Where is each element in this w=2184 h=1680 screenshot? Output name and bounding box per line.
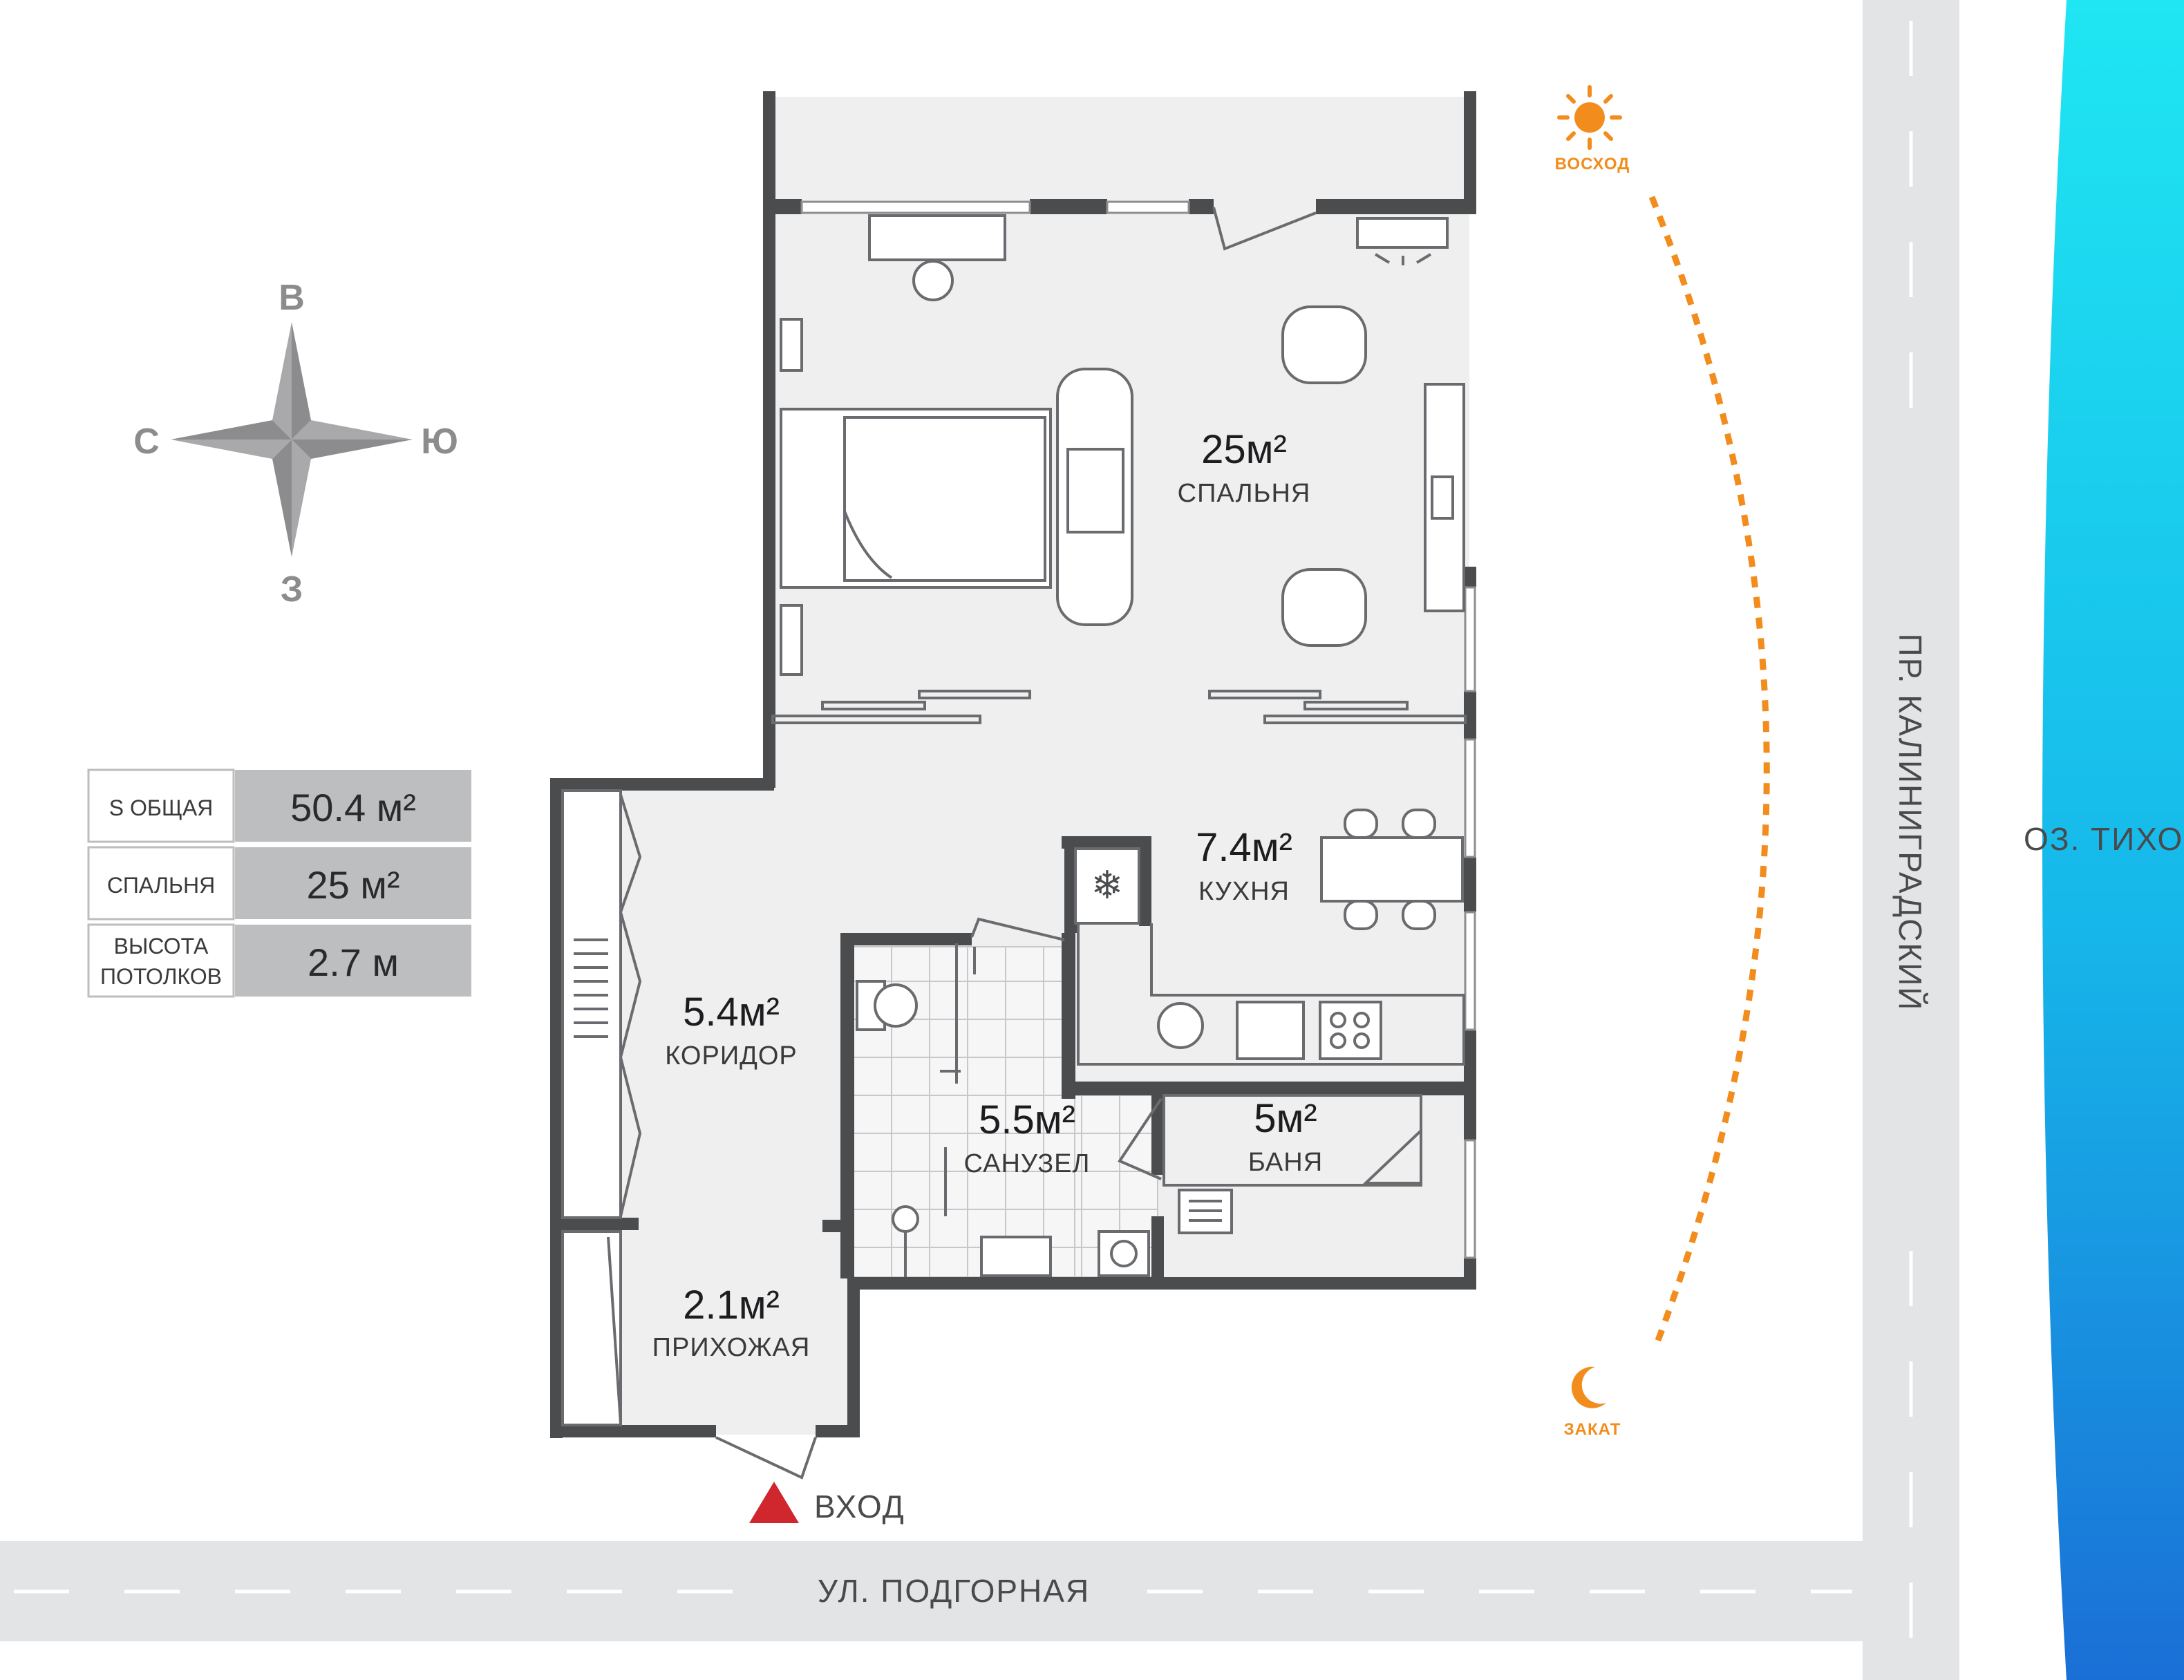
air-conditioner xyxy=(1356,217,1449,249)
street-bottom-label: УЛ. ПОДГОРНАЯ xyxy=(818,1573,1090,1609)
snowflake-icon: ❄ xyxy=(1091,863,1124,908)
info-key-bedroom: СПАЛЬНЯ xyxy=(107,873,215,898)
info-value-height: 2.7 м xyxy=(308,941,399,984)
hallway-cabinet xyxy=(561,1230,622,1426)
kitchen-name: КУХНЯ xyxy=(1198,877,1290,906)
walls xyxy=(550,91,1476,1438)
balcony-door xyxy=(1212,207,1317,251)
washing-machine xyxy=(1098,1230,1150,1277)
corridor-wardrobe xyxy=(561,789,642,1426)
corridor-area: 5.4м² xyxy=(683,990,780,1035)
balcony-floor xyxy=(774,97,1469,200)
info-value-total: 50.4 м² xyxy=(290,786,416,829)
info-row-total: S ОБЩАЯ 50.4 м² xyxy=(87,768,471,843)
info-row-bedroom: СПАЛЬНЯ 25 м² xyxy=(87,846,471,921)
sunset-label: ЗАКАТ xyxy=(1564,1420,1621,1439)
windows xyxy=(800,200,1476,1259)
kitchen-sink xyxy=(1157,1002,1204,1049)
sun-icon xyxy=(1557,85,1622,150)
hallway-area: 2.1м² xyxy=(683,1283,780,1328)
compass-east: Ю xyxy=(421,422,458,462)
bathroom-area: 5.5м² xyxy=(979,1097,1075,1142)
cooktop xyxy=(1319,1001,1382,1060)
bedroom-furniture xyxy=(771,214,1467,724)
room-labels: 25м² СПАЛЬНЯ 7.4м² КУХНЯ 5.4м² КОРИДОР 5… xyxy=(652,427,1323,1362)
washbasin xyxy=(980,1236,1052,1277)
sunrise-label: ВОСХОД xyxy=(1555,155,1630,173)
hallway-name: ПРИХОЖАЯ xyxy=(652,1333,811,1362)
info-key-height-2: ПОТОЛКОВ xyxy=(100,964,222,989)
moon-icon xyxy=(1571,1366,1606,1408)
nightstand-bottom xyxy=(780,604,803,676)
info-key-total: S ОБЩАЯ xyxy=(109,795,214,820)
street-right-label: ПР. КАЛИНИГРАДСКИЙ xyxy=(1892,634,1928,1012)
apartment: ❄ xyxy=(550,91,1476,1480)
desk-chair xyxy=(912,260,954,301)
info-table: S ОБЩАЯ 50.4 м² СПАЛЬНЯ 25 м² ВЫСОТА ПОТ… xyxy=(87,768,471,998)
mattress xyxy=(843,416,1046,582)
info-key-height-1: ВЫСОТА xyxy=(114,934,209,959)
armchair-top xyxy=(1281,305,1367,384)
bathroom-fixtures xyxy=(856,917,1162,1277)
nightstand-top xyxy=(780,318,803,372)
fridge xyxy=(1074,847,1140,925)
info-row-height: ВЫСОТА ПОТОЛКОВ 2.7 м xyxy=(87,923,471,998)
sauna-furniture xyxy=(1162,1094,1422,1234)
bathroom-name: САНУЗЕЛ xyxy=(964,1149,1091,1178)
sauna-name: БАНЯ xyxy=(1248,1148,1323,1177)
desk xyxy=(868,214,1006,261)
entrance-label: ВХОД xyxy=(814,1489,905,1525)
sauna-area: 5м² xyxy=(1254,1096,1317,1141)
lake: ОЗ. ТИХОЕ xyxy=(2024,0,2184,1680)
kitchen-area: 7.4м² xyxy=(1196,825,1292,870)
compass-rose: В З С Ю xyxy=(133,278,458,610)
corridor-name: КОРИДОР xyxy=(665,1041,798,1070)
sun-path: ВОСХОД ЗАКАТ xyxy=(1555,85,1770,1439)
shower-head xyxy=(892,1205,919,1233)
compass-icon xyxy=(171,322,413,557)
entrance-arrow-icon xyxy=(749,1482,799,1523)
dining-table xyxy=(1320,836,1464,903)
compass-north: В xyxy=(279,278,305,318)
compass-west: С xyxy=(133,422,160,462)
bedroom-area: 25м² xyxy=(1201,427,1287,472)
info-value-bedroom: 25 м² xyxy=(307,863,400,907)
oven xyxy=(1236,1001,1305,1060)
kitchen-furniture: ❄ xyxy=(1074,809,1465,1066)
armchair-bottom xyxy=(1281,568,1367,647)
bedroom-name: СПАЛЬНЯ xyxy=(1178,479,1311,508)
entrance-door xyxy=(715,1436,817,1480)
lake-label: ОЗ. ТИХОЕ xyxy=(2024,821,2184,857)
roads: УЛ. ПОДГОРНАЯ ПР. КАЛИНИГРАДСКИЙ xyxy=(0,0,1959,1680)
entrance-marker: ВХОД xyxy=(749,1482,905,1525)
compass-south: З xyxy=(281,569,303,610)
sofa xyxy=(1056,368,1133,626)
